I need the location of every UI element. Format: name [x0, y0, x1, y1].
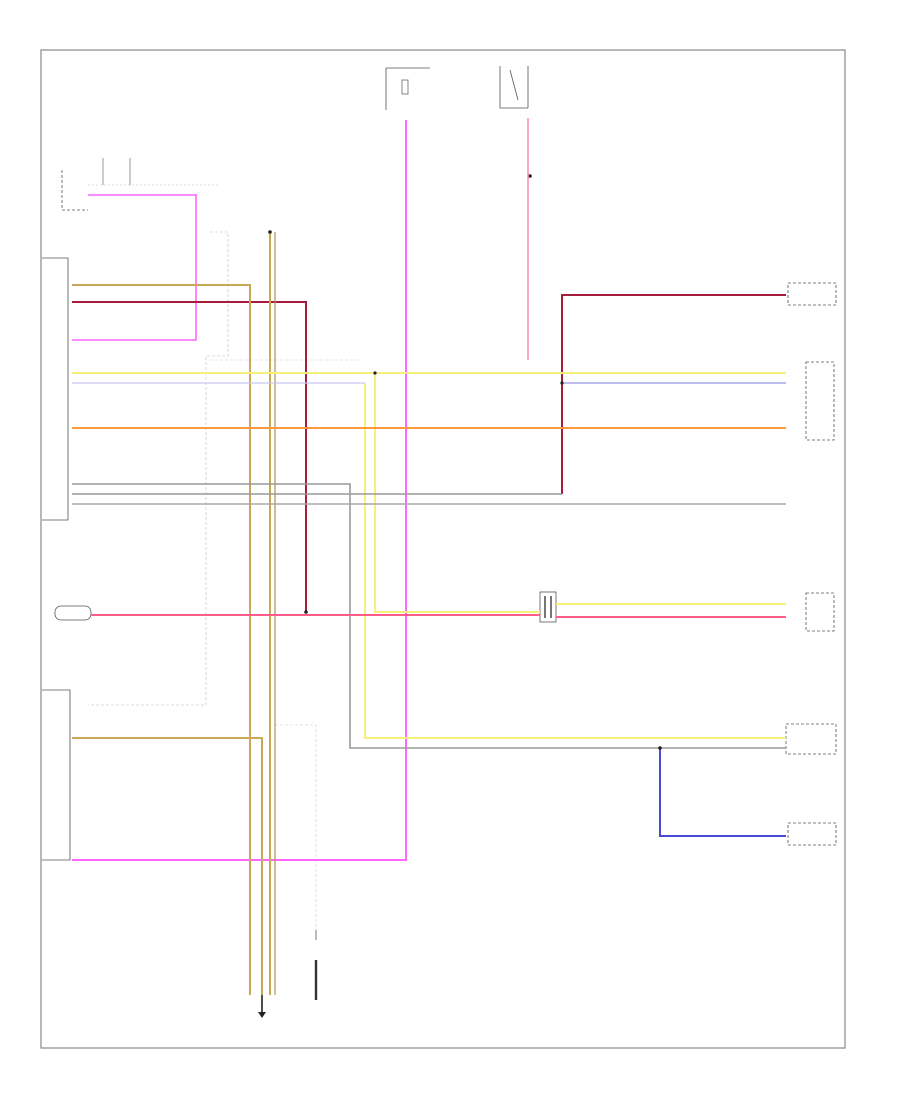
wire-tan-1	[72, 284, 251, 995]
right-component-4	[805, 592, 835, 632]
diagram-border	[40, 49, 846, 1049]
splice-dot-top	[528, 174, 532, 178]
wire-yellow-vertical-2	[364, 383, 786, 739]
splice-dot-1	[268, 230, 272, 234]
dashed-boundary-3	[275, 724, 317, 930]
dashed-boundary-1	[88, 231, 229, 706]
data-link-connector-lower	[42, 689, 71, 861]
top-fuse-block	[385, 67, 430, 110]
right-component-5	[785, 723, 837, 755]
wire-tan-3	[72, 737, 263, 995]
right-component-2	[805, 361, 835, 441]
center-splice-connector	[539, 591, 557, 623]
right-component-1	[787, 282, 837, 306]
splice-dot-4	[658, 746, 662, 750]
wire-blue	[659, 748, 786, 837]
data-link-connector-upper	[42, 257, 69, 521]
splice-dot-3	[304, 610, 308, 614]
top-relay-switch	[499, 66, 529, 109]
wire-magenta-main	[72, 120, 407, 861]
engine-control-module-top	[61, 158, 220, 211]
splice-dot-2	[560, 381, 564, 385]
wire-dark-red-right	[561, 294, 786, 494]
wire-magenta-ecm	[72, 194, 197, 341]
splice-dot-5	[373, 371, 377, 375]
wire-yellow-vertical	[374, 373, 540, 613]
wire-dark-red-ecm	[72, 301, 307, 612]
abs-light-indicator	[54, 605, 92, 621]
ground-symbol-left	[258, 995, 266, 1018]
right-component-6	[787, 822, 837, 846]
